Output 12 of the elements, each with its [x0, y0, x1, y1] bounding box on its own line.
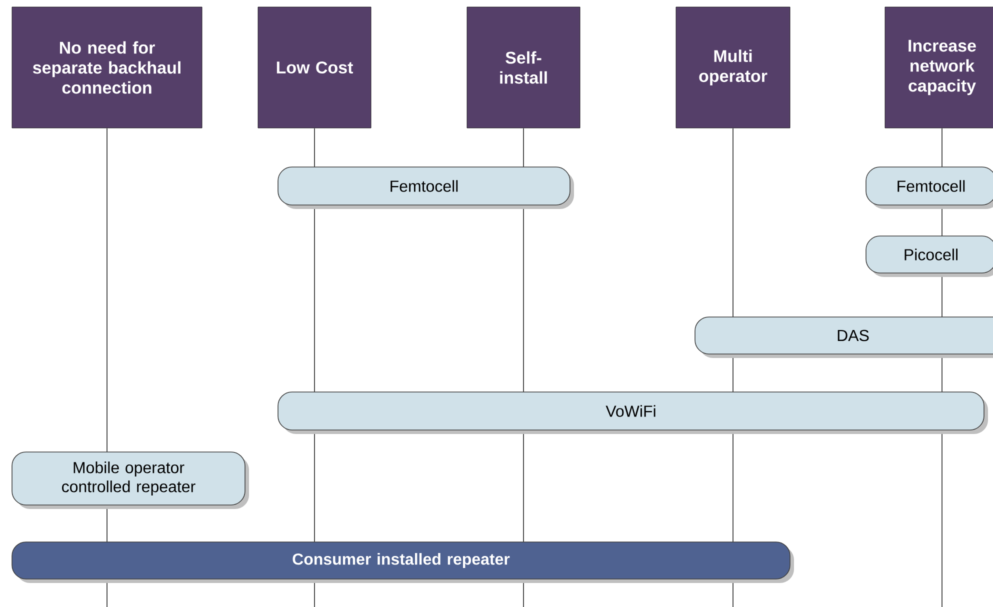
bar: Mobile operator controlled repeater	[12, 452, 249, 509]
header-box: Self-install	[466, 6, 580, 128]
bar: Picocell	[866, 236, 993, 277]
bar: Femtocell	[278, 166, 574, 209]
bar: VoWiFi	[278, 392, 988, 434]
bar: Femtocell	[866, 166, 993, 209]
bar: Consumer installed repeater	[12, 542, 794, 583]
header-box: Multi operator	[676, 6, 790, 128]
bar: DAS	[694, 316, 993, 358]
header-box: Low Cost	[258, 6, 372, 128]
header-box: Increase network capacity	[884, 6, 993, 128]
header-box: No need for separate backhaul connection	[12, 6, 202, 128]
